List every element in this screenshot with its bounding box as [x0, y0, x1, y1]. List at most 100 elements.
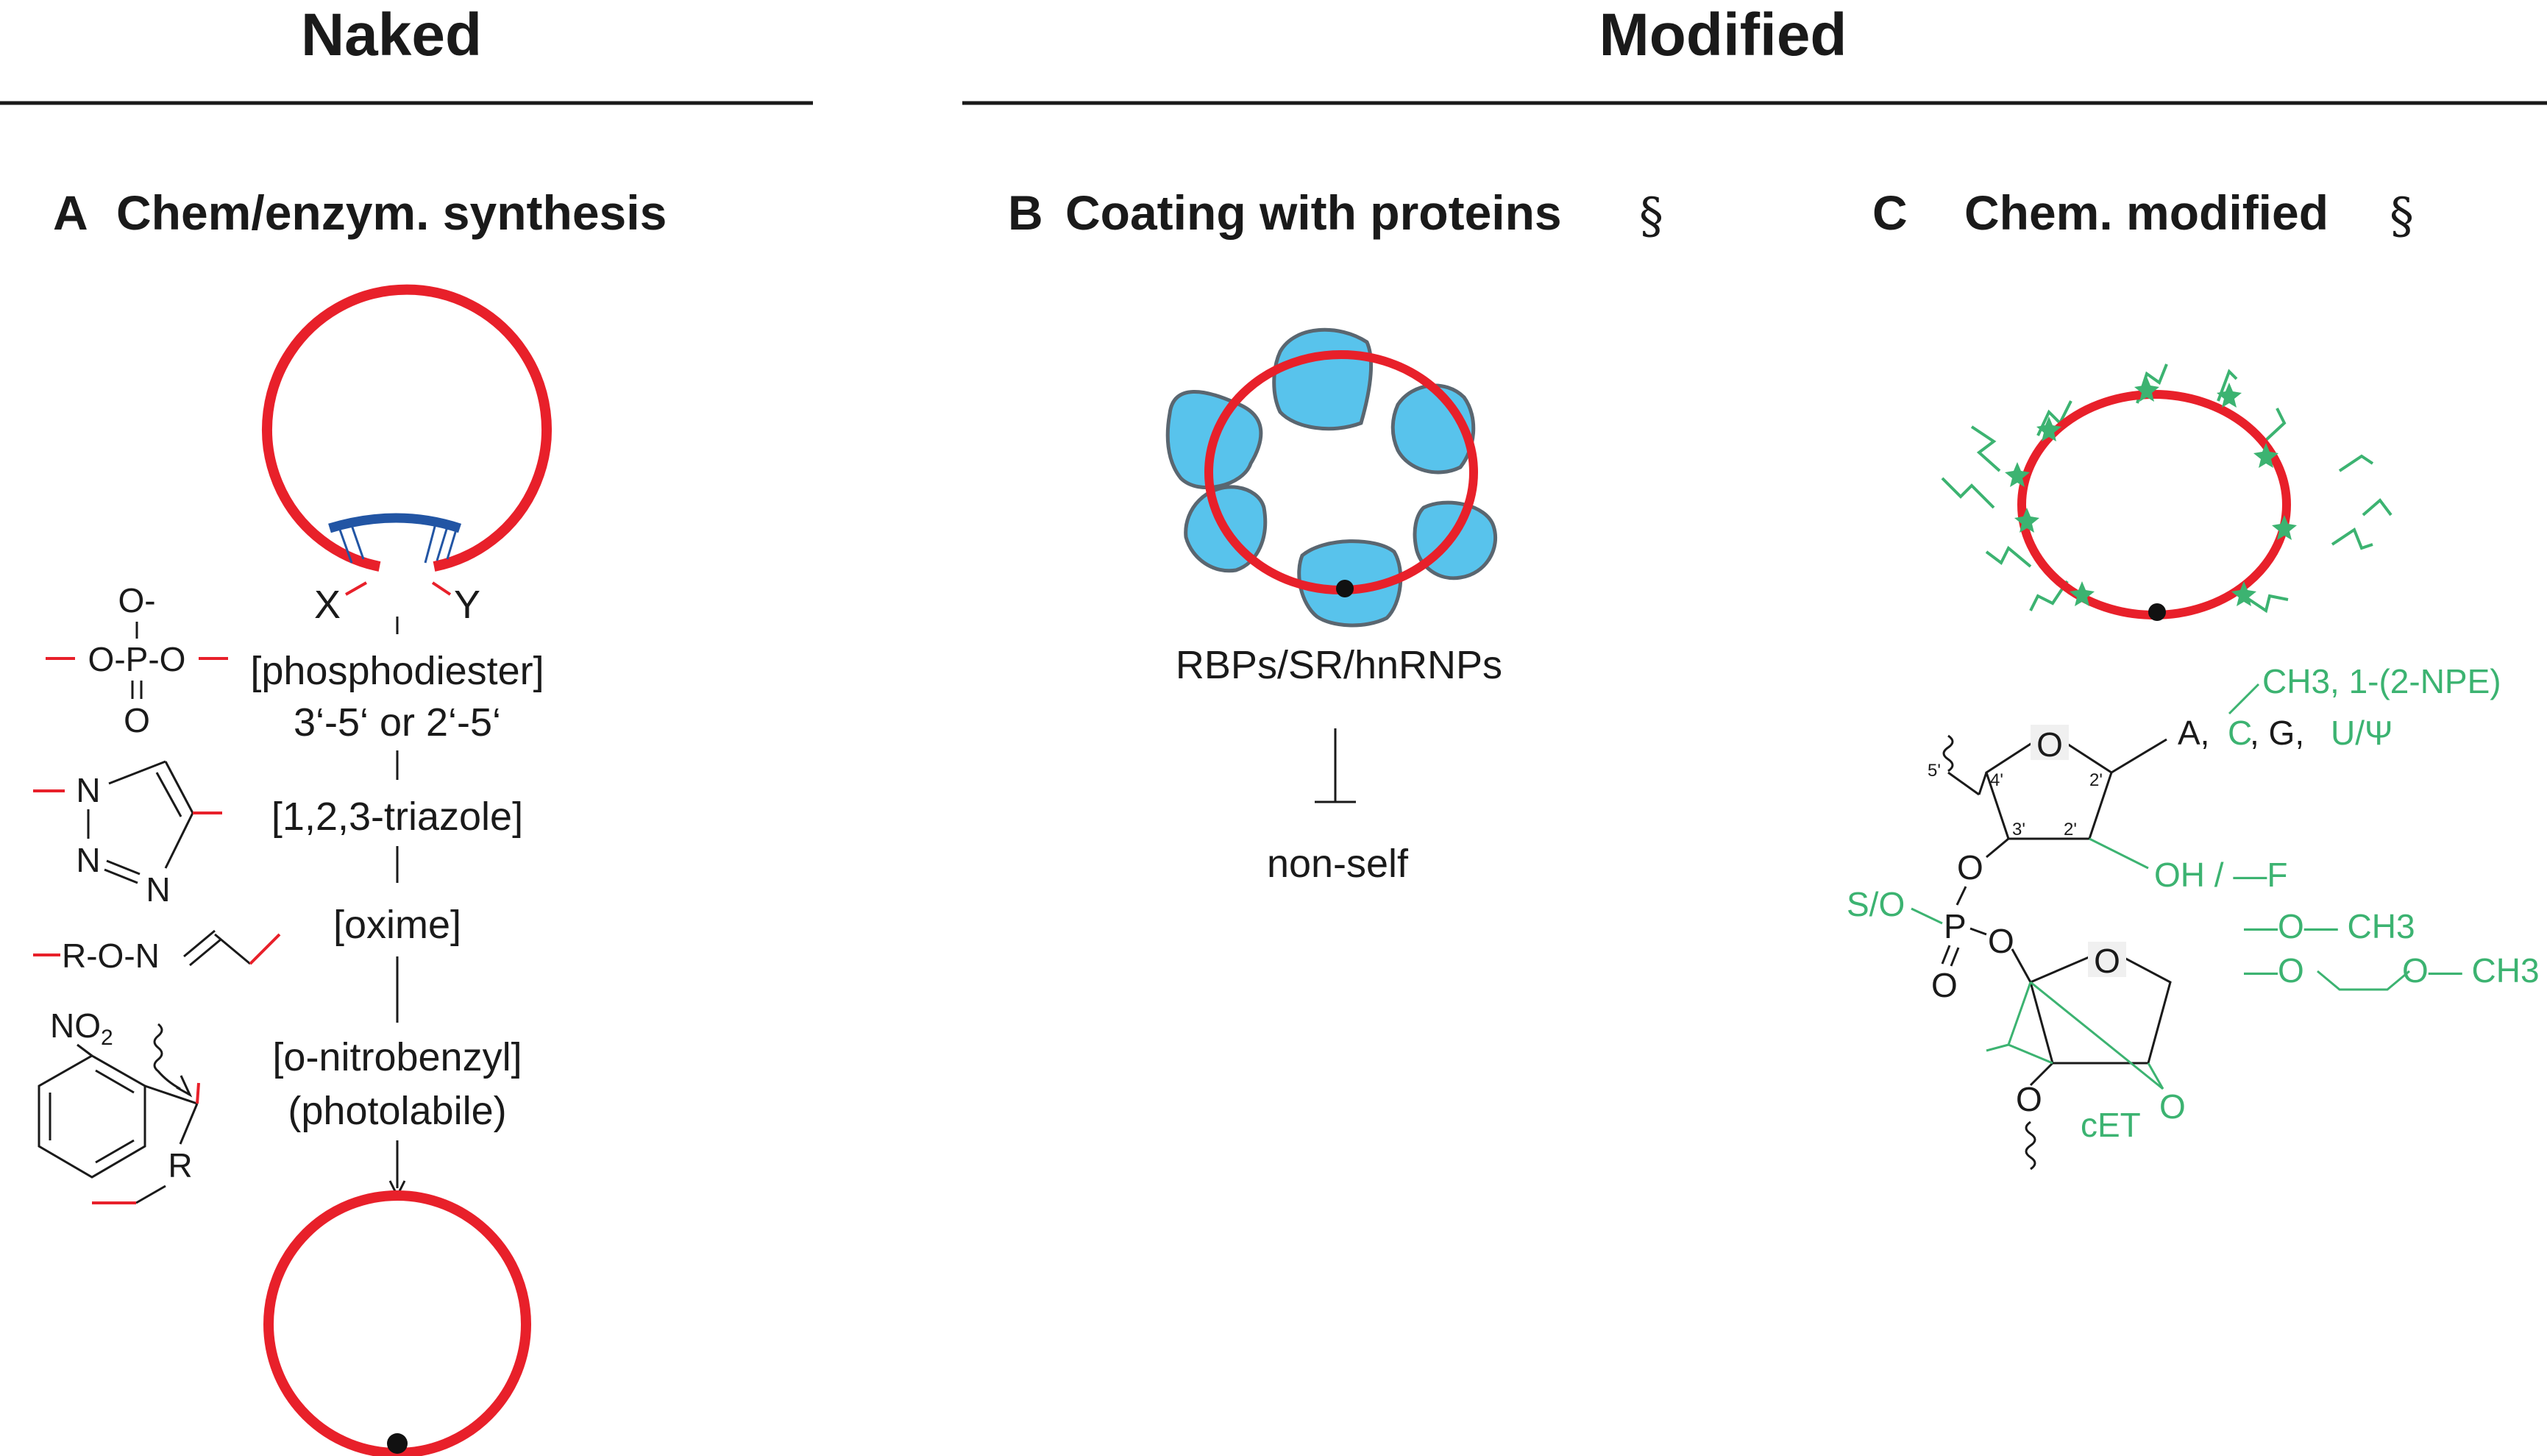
c5b-bond	[2011, 948, 2032, 983]
c5-bond	[1978, 772, 1988, 795]
section-c-mark: §	[2390, 188, 2414, 244]
end-x-label: X	[314, 583, 341, 627]
phosphate-o-p-o: O-P-O	[88, 640, 186, 678]
nitro-bond	[77, 1043, 93, 1057]
c2-bond	[2089, 837, 2149, 870]
linker-phosphodiester: [phosphodiester]	[250, 649, 544, 693]
section-c-letter: C	[1872, 185, 1908, 240]
oxime-double-bond	[183, 929, 216, 958]
end-x-stub	[345, 581, 367, 596]
c3-bond	[1986, 837, 2009, 859]
benzyl-r-bond	[179, 1103, 199, 1145]
splint-basepairs	[338, 523, 458, 564]
header-naked: Naked	[301, 1, 482, 68]
base-a: A,	[2178, 714, 2209, 752]
oh-f: OH / —F	[2154, 856, 2287, 894]
ring-o: O	[2036, 725, 2063, 764]
so-bond	[1911, 907, 1943, 925]
oxime-double-bond	[189, 938, 221, 967]
benzene-inner-bonds	[49, 1069, 135, 1164]
base-mods: CH3, 1-(2-NPE)	[2262, 662, 2501, 700]
section-c-title: Chem. modified	[1964, 185, 2328, 240]
chain-squiggle-top	[1942, 734, 1954, 773]
protein-blob	[1272, 327, 1373, 431]
moe-chain	[2317, 970, 2410, 991]
linker-triazole: [1,2,3-triazole]	[271, 795, 523, 839]
linker-nitrobenzyl-sub: (photolabile)	[288, 1089, 506, 1133]
triazole-n1: N	[76, 771, 100, 809]
end-y-label: Y	[454, 583, 480, 627]
junction-dot	[2148, 603, 2166, 621]
benzyl-r: R	[168, 1146, 192, 1185]
triazole-bond	[155, 772, 182, 817]
cet-bridge	[1986, 981, 2164, 1090]
circrna-modified	[2017, 390, 2291, 619]
moe-end: O— CH3	[2402, 951, 2540, 990]
ring-o-box	[2031, 725, 2069, 760]
phosphate-o-minus: O-	[118, 581, 155, 619]
pos-2b: 2'	[2064, 820, 2077, 839]
triazole-bond	[104, 868, 138, 884]
benzene-ring	[38, 1054, 146, 1179]
ring-o2-box	[2088, 942, 2126, 977]
triazole-bond	[108, 760, 166, 785]
triazole-bond	[164, 761, 194, 814]
triazole-bond	[164, 812, 194, 869]
ome: —O— CH3	[2244, 907, 2415, 945]
po-double-bond	[1950, 947, 1960, 967]
sugar2-o: O	[2094, 942, 2120, 980]
header-modified: Modified	[1599, 1, 1847, 68]
section-b-letter: B	[1008, 185, 1043, 240]
c5-bond	[1947, 771, 1980, 796]
base-g: , G,	[2250, 714, 2304, 752]
section-a-title: Chem/enzym. synthesis	[116, 185, 667, 240]
light-squiggle-icon	[153, 1023, 181, 1090]
benzyl-bond	[144, 1084, 198, 1105]
nitro-group: NO2	[50, 1006, 113, 1050]
base-c: C	[2228, 714, 2252, 752]
pos-5: 5'	[1928, 761, 1941, 781]
backbone-o-top: O	[1957, 848, 1983, 887]
junction-dot	[1336, 580, 1354, 597]
linker-nitrobenzyl: [o-nitrobenzyl]	[272, 1035, 522, 1079]
splint-oligo	[328, 513, 462, 533]
moe: —O	[2244, 951, 2304, 990]
linker-phosphodiester-sub: 3‘-5‘ or 2‘-5‘	[294, 700, 501, 745]
light-arrowhead-icon	[176, 1075, 193, 1098]
protein-blobs	[1165, 327, 1498, 628]
non-self-label: non-self	[1267, 842, 1409, 886]
section-b-mark: §	[1639, 188, 1663, 244]
benzyl-rna-up	[196, 1082, 200, 1104]
section-b-title: Coating with proteins	[1065, 185, 1562, 240]
base-u: U/Ψ	[2331, 714, 2393, 752]
oxime-chem: R-O-N	[62, 937, 160, 975]
po-bond	[1969, 927, 1987, 936]
backbone-so: S/O	[1847, 885, 1905, 923]
phosphate-o-bottom: O	[124, 701, 150, 739]
cet-label: cET	[2081, 1106, 2141, 1144]
triazole-bond	[106, 859, 141, 876]
po-double-bond	[1941, 945, 1951, 965]
pos-3: 3'	[2012, 820, 2025, 839]
triazole-n2: N	[76, 841, 100, 879]
sugar2-o-lower: O	[2016, 1080, 2042, 1118]
modification-stars	[2005, 377, 2297, 606]
modification-ticks	[1941, 363, 2393, 614]
linker-oxime: [oxime]	[333, 903, 461, 947]
oxime-bond	[214, 933, 251, 965]
benzyl-r-bond	[135, 1185, 166, 1204]
ligation-junction-dot	[387, 1433, 408, 1454]
section-a-letter: A	[53, 185, 88, 240]
sugar2-o-right: O	[2159, 1087, 2186, 1126]
c3b-bond	[2029, 1062, 2054, 1087]
pos-2a: 2'	[2089, 770, 2103, 790]
c-mod-bond	[2228, 683, 2260, 715]
po-bond	[1955, 886, 1967, 906]
circrna-closed	[263, 1190, 531, 1456]
pos-4: 4'	[1990, 770, 2003, 790]
linear-rna-open-circle	[262, 284, 552, 572]
base-bond	[2111, 738, 2167, 774]
triazole-n3: N	[146, 870, 170, 909]
backbone-o-bottom: O	[1931, 966, 1958, 1004]
